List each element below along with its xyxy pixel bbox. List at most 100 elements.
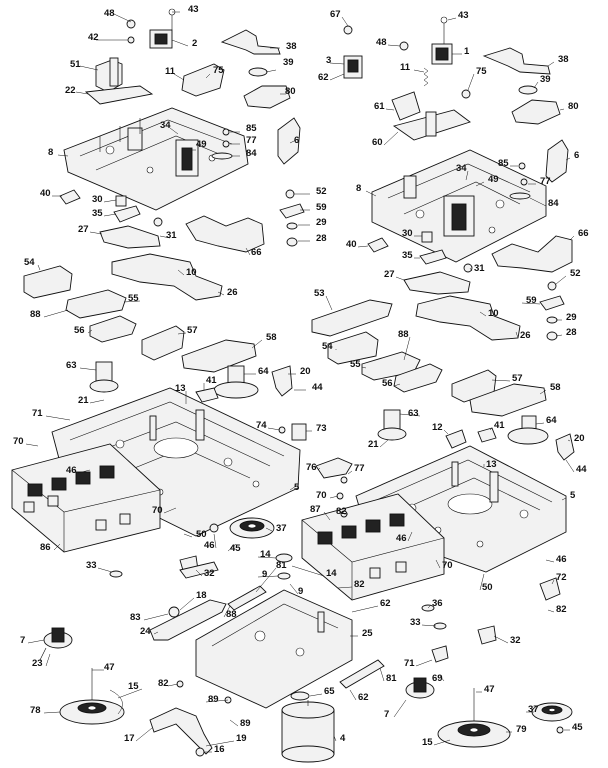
- callout-53: 53: [314, 288, 325, 299]
- callout-79: 79: [516, 724, 527, 735]
- part-motor-4: [281, 700, 335, 763]
- callout-76: 76: [306, 462, 317, 473]
- callout-81: 81: [276, 560, 287, 571]
- part-72: [539, 577, 561, 601]
- callout-63: 63: [408, 408, 419, 419]
- callout-46: 46: [204, 540, 215, 551]
- callout-56: 56: [74, 325, 85, 336]
- part-washer-45-right: [556, 726, 564, 734]
- part-33-left: [109, 570, 123, 578]
- callout-29: 29: [566, 312, 577, 323]
- part-belt-15-left: [109, 689, 123, 715]
- callout-56: 56: [382, 378, 393, 389]
- callout-33: 33: [86, 560, 97, 571]
- callout-70: 70: [152, 505, 163, 516]
- callout-88: 88: [226, 609, 237, 620]
- callout-15: 15: [128, 681, 139, 692]
- callout-20: 20: [574, 433, 585, 444]
- part-head-block-87: [301, 493, 445, 601]
- callout-71: 71: [32, 408, 43, 419]
- part-flywheel-37-left: [229, 517, 275, 539]
- part-solenoid-3: [343, 25, 363, 79]
- part-58-left: [181, 339, 257, 373]
- callout-44: 44: [576, 464, 587, 475]
- part-40-left: [59, 189, 81, 205]
- callout-5: 5: [570, 490, 576, 501]
- callout-48: 48: [104, 8, 115, 19]
- callout-27: 27: [384, 269, 395, 280]
- callout-88: 88: [398, 329, 409, 340]
- callout-74: 74: [256, 420, 267, 431]
- part-screws-85-77-84-right: [509, 162, 531, 200]
- callout-16: 16: [214, 744, 225, 755]
- callout-75: 75: [476, 66, 487, 77]
- left-upper-assembly: [23, 8, 305, 373]
- callout-40: 40: [40, 188, 51, 199]
- callout-44: 44: [312, 382, 323, 393]
- callout-30: 30: [92, 194, 103, 205]
- callout-10: 10: [186, 267, 197, 278]
- part-rod-81-left: [227, 585, 267, 611]
- part-80-right: [511, 99, 561, 125]
- callout-85: 85: [498, 158, 509, 169]
- part-flywheel-37-right: [531, 702, 573, 722]
- callout-45: 45: [230, 543, 241, 554]
- part-40-right: [367, 237, 389, 253]
- callout-22: 22: [65, 85, 76, 96]
- callout-8: 8: [356, 183, 361, 194]
- part-41-right: [477, 427, 497, 443]
- callout-26: 26: [520, 330, 531, 341]
- part-12: [445, 429, 467, 449]
- part-41-left: [195, 387, 219, 403]
- callout-64: 64: [546, 415, 557, 426]
- callout-42: 42: [88, 32, 99, 43]
- part-bracket-51: [84, 57, 154, 105]
- callout-54: 54: [24, 257, 35, 268]
- callout-73: 73: [316, 423, 327, 434]
- callout-28: 28: [316, 233, 327, 244]
- part-66-left: [185, 215, 265, 253]
- callout-46: 46: [556, 554, 567, 565]
- callout-9: 9: [262, 569, 267, 580]
- part-screw-77-right: [340, 476, 348, 484]
- callout-71: 71: [404, 658, 415, 669]
- callout-84: 84: [548, 198, 559, 209]
- part-30-right: [421, 231, 433, 243]
- part-pinch-roller-7-right: [405, 645, 449, 699]
- part-31-right: [463, 263, 473, 273]
- callout-14: 14: [326, 568, 337, 579]
- callout-21: 21: [78, 395, 89, 406]
- callout-82: 82: [354, 579, 365, 590]
- callout-27: 27: [78, 224, 89, 235]
- part-6-left: [277, 117, 301, 165]
- callout-52: 52: [316, 186, 327, 197]
- callout-80: 80: [285, 86, 296, 97]
- part-solenoid-right: [431, 16, 453, 65]
- callout-78: 78: [30, 705, 41, 716]
- callout-55: 55: [350, 359, 361, 370]
- part-spring-11-right: [423, 67, 429, 87]
- callout-89: 89: [240, 718, 251, 729]
- callout-67: 67: [330, 9, 341, 20]
- callout-12: 12: [432, 422, 443, 433]
- callout-6: 6: [574, 150, 579, 161]
- callout-89: 89: [208, 694, 219, 705]
- callout-87: 87: [310, 504, 321, 515]
- part-capstan-78: [59, 668, 125, 725]
- right-lower-assembly: [301, 409, 575, 748]
- callout-5: 5: [294, 482, 300, 493]
- callout-58: 58: [266, 332, 277, 343]
- part-31-left: [153, 217, 163, 227]
- callout-10: 10: [488, 308, 499, 319]
- part-20-right: [555, 433, 575, 461]
- callout-70: 70: [13, 436, 24, 447]
- callout-62: 62: [318, 72, 329, 83]
- part-53: [311, 299, 393, 337]
- part-27-left: [99, 225, 161, 249]
- callout-43: 43: [188, 4, 199, 15]
- part-76: [315, 457, 353, 479]
- callout-49: 49: [196, 139, 207, 150]
- callout-70: 70: [442, 560, 453, 571]
